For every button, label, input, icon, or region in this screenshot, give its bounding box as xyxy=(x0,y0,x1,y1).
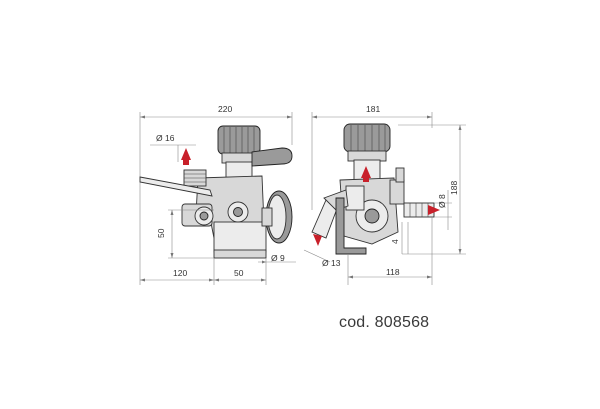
side-height-dimension: 188 xyxy=(449,181,459,195)
front-view: 220 Ø 16 xyxy=(139,104,296,285)
front-base-dimension: 50 xyxy=(234,268,244,278)
side-width-dimension: 181 xyxy=(366,104,380,114)
front-left-dimension: 120 xyxy=(173,268,187,278)
side-offset-dimension: 4 xyxy=(390,239,400,244)
side-view: 181 188 Ø 8 xyxy=(303,104,466,285)
front-hole-diameter-label: Ø 9 xyxy=(271,253,285,263)
inlet-arrow-icon xyxy=(181,148,191,160)
front-inlet-diameter-label: Ø 16 xyxy=(156,133,175,143)
outlet-arrow-icon xyxy=(428,205,440,215)
front-width-dimension: 220 xyxy=(218,104,232,114)
side-hose-diameter-label: Ø 13 xyxy=(322,258,341,268)
front-height-dimension: 50 xyxy=(156,228,166,238)
hose-arrow-icon xyxy=(313,234,322,246)
side-outlet-diameter-label: Ø 8 xyxy=(437,194,447,208)
pump-flow-arrow-icon xyxy=(361,166,371,178)
product-code: cod. 808568 xyxy=(339,314,430,331)
side-depth-dimension: 118 xyxy=(386,267,400,277)
